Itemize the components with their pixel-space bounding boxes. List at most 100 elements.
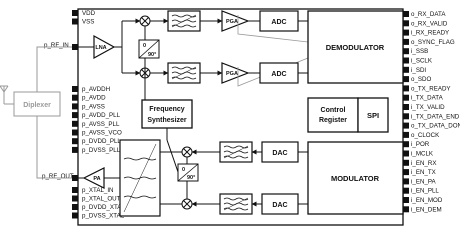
pin-label-i-en-mod: i_EN_MOD — [411, 197, 443, 204]
freq-synth-label-1: Frequency — [149, 106, 185, 113]
adc-i-label: ADC — [271, 19, 286, 26]
pin-o-clock — [403, 131, 409, 138]
demodulator-label: DEMODULATOR — [326, 43, 385, 52]
pga-i-label: PGA — [226, 19, 238, 25]
pin-p-dvss-xtal — [72, 212, 78, 219]
pin-o-tx-ready — [403, 85, 409, 92]
pin-label-i-mclk: i_MCLK — [411, 151, 434, 158]
pin-vss — [72, 18, 78, 25]
pin-p-avddh — [72, 86, 78, 92]
pin-label-i-en-rx: i_EN_RX — [411, 160, 436, 167]
pin-label-o-clock: o_CLOCK — [411, 132, 440, 139]
filter-wave-line — [171, 66, 197, 70]
pin-label-p-xtal-out: p_XTAL_OUT — [82, 196, 121, 203]
tx-phase-divider — [177, 163, 199, 182]
pin-o-sdo — [403, 76, 409, 83]
rx-filter-i — [167, 10, 201, 32]
demodulator-block — [307, 10, 404, 84]
pin-label-p-dvdd-xtal: p_DVDD_XTAL — [82, 204, 125, 211]
synth-tx-lo-wire — [166, 139, 179, 173]
filter-wave-line — [123, 195, 157, 199]
frequency-synthesizer-block — [141, 99, 193, 129]
pin-i-sdi — [403, 66, 409, 73]
left-power-pin-group: p_AVDDHp_AVDDp_AVSSp_AVDD_PLLp_AVSS_PLLp… — [72, 86, 122, 154]
pin-o-sync-flag — [403, 38, 409, 45]
tx-phase-90: 90° — [187, 175, 195, 181]
tx-mixer-q — [181, 198, 193, 210]
pin-i-rx-ready — [403, 29, 409, 36]
pin-label-vdd: VDD — [82, 10, 96, 17]
right-pin-group: o_RX_DATAo_RX_VALIDi_RX_READYo_SYNC_FLAG… — [403, 11, 460, 213]
freq-synth-label-2: Synthesizer — [147, 117, 187, 124]
pin-i-tx-data — [403, 94, 409, 101]
pin-label-i-sclk: i_SCLK — [411, 58, 433, 65]
pin-label-i-ssb: i_SSB — [411, 48, 428, 55]
antenna-icon — [0, 85, 14, 105]
dac-i — [261, 141, 299, 163]
spi-label: SPI — [367, 111, 379, 120]
filter-slash — [171, 66, 197, 80]
pin-label-i-en-pll: i_EN_PLL — [411, 188, 439, 195]
pin-label-o-tx-data-done: o_TX_DATA_DONE — [411, 123, 460, 130]
pga-i — [221, 10, 250, 32]
tx-phase-0: 0 — [182, 167, 185, 173]
rx-mixer-i — [139, 15, 151, 27]
pin-label-p-avddh: p_AVDDH — [82, 86, 110, 93]
pin-label-o-rx-valid: o_RX_VALID — [411, 20, 448, 27]
pin-p-avss-vco — [72, 129, 78, 136]
modulator-label: MODULATOR — [331, 174, 380, 183]
pin-p-dvss-pll — [72, 146, 78, 153]
rf-in-pin: p_RF_IN — [44, 42, 78, 50]
diplexer-label: Diplexer — [23, 102, 51, 109]
pin-o-rx-data — [403, 11, 409, 17]
pin-label-p-avdd: p_AVDD — [82, 95, 106, 102]
pin-label-i-por: i_POR — [411, 141, 430, 148]
pin-i-en-tx — [403, 169, 409, 176]
rx-filter-q — [167, 62, 201, 84]
dac-i-label: DAC — [272, 150, 287, 157]
pin-i-en-pa — [403, 178, 409, 185]
pin-label-p-avss: p_AVSS — [82, 103, 105, 110]
pin-label-i-tx-data-end: i_TX_DATA_END — [411, 113, 460, 120]
pin-p-xtal-out — [72, 195, 78, 202]
pin-label-i-tx-data: i_TX_DATA — [411, 95, 444, 102]
left-xtal-pin-group: p_XTAL_INp_XTAL_OUTp_DVDD_XTALp_DVSS_XTA… — [72, 187, 125, 220]
pin-p-avss — [72, 103, 78, 110]
control-register-block — [307, 97, 359, 133]
pin-label-vss: VSS — [82, 19, 94, 26]
pin-label-i-en-tx: i_EN_TX — [411, 169, 436, 176]
left-top-pin-group: VDD VSS — [72, 10, 96, 26]
pin-label-i-rx-ready: i_RX_READY — [411, 30, 449, 37]
dac-q — [261, 193, 299, 215]
pga-q — [221, 62, 250, 84]
pin-p-dvdd-pll — [72, 138, 78, 145]
filter-wave-line — [223, 145, 249, 149]
pin-label-p-dvss-pll: p_DVSS_PLL — [82, 147, 121, 154]
rx-phase-90: 90° — [148, 52, 156, 58]
pga-q-label: PGA — [226, 71, 238, 77]
filter-wave-line — [223, 207, 249, 211]
filter-slash — [123, 143, 157, 213]
control-register-label-1: Control — [321, 107, 346, 114]
filter-slash — [171, 14, 197, 28]
pin-i-en-dem — [403, 206, 409, 213]
pin-label-o-tx-ready: o_TX_READY — [411, 85, 451, 92]
pin-label-i-tx-valid: i_TX_VALID — [411, 104, 445, 111]
filter-wave-line — [171, 14, 197, 18]
filter-slash — [223, 197, 249, 211]
pa-label: PA — [93, 176, 100, 182]
adc-i — [259, 10, 299, 32]
pin-label-p-avss-vco: p_AVSS_VCO — [82, 130, 122, 137]
pin-i-tx-valid — [403, 104, 409, 110]
filter-wave-line — [123, 157, 157, 161]
rf-out-pin: p_RF_OUT — [42, 173, 78, 181]
tx-mixer-i — [181, 146, 193, 158]
pin-label-p-avss-pll: p_AVSS_PLL — [82, 121, 120, 128]
adc-q — [259, 62, 299, 84]
rx-phase-divider — [138, 39, 160, 59]
pin-i-sclk — [403, 57, 409, 64]
adc-q-label: ADC — [271, 71, 286, 78]
pin-label-o-sdo: o_SDO — [411, 76, 431, 83]
filter-wave-line — [171, 24, 197, 28]
